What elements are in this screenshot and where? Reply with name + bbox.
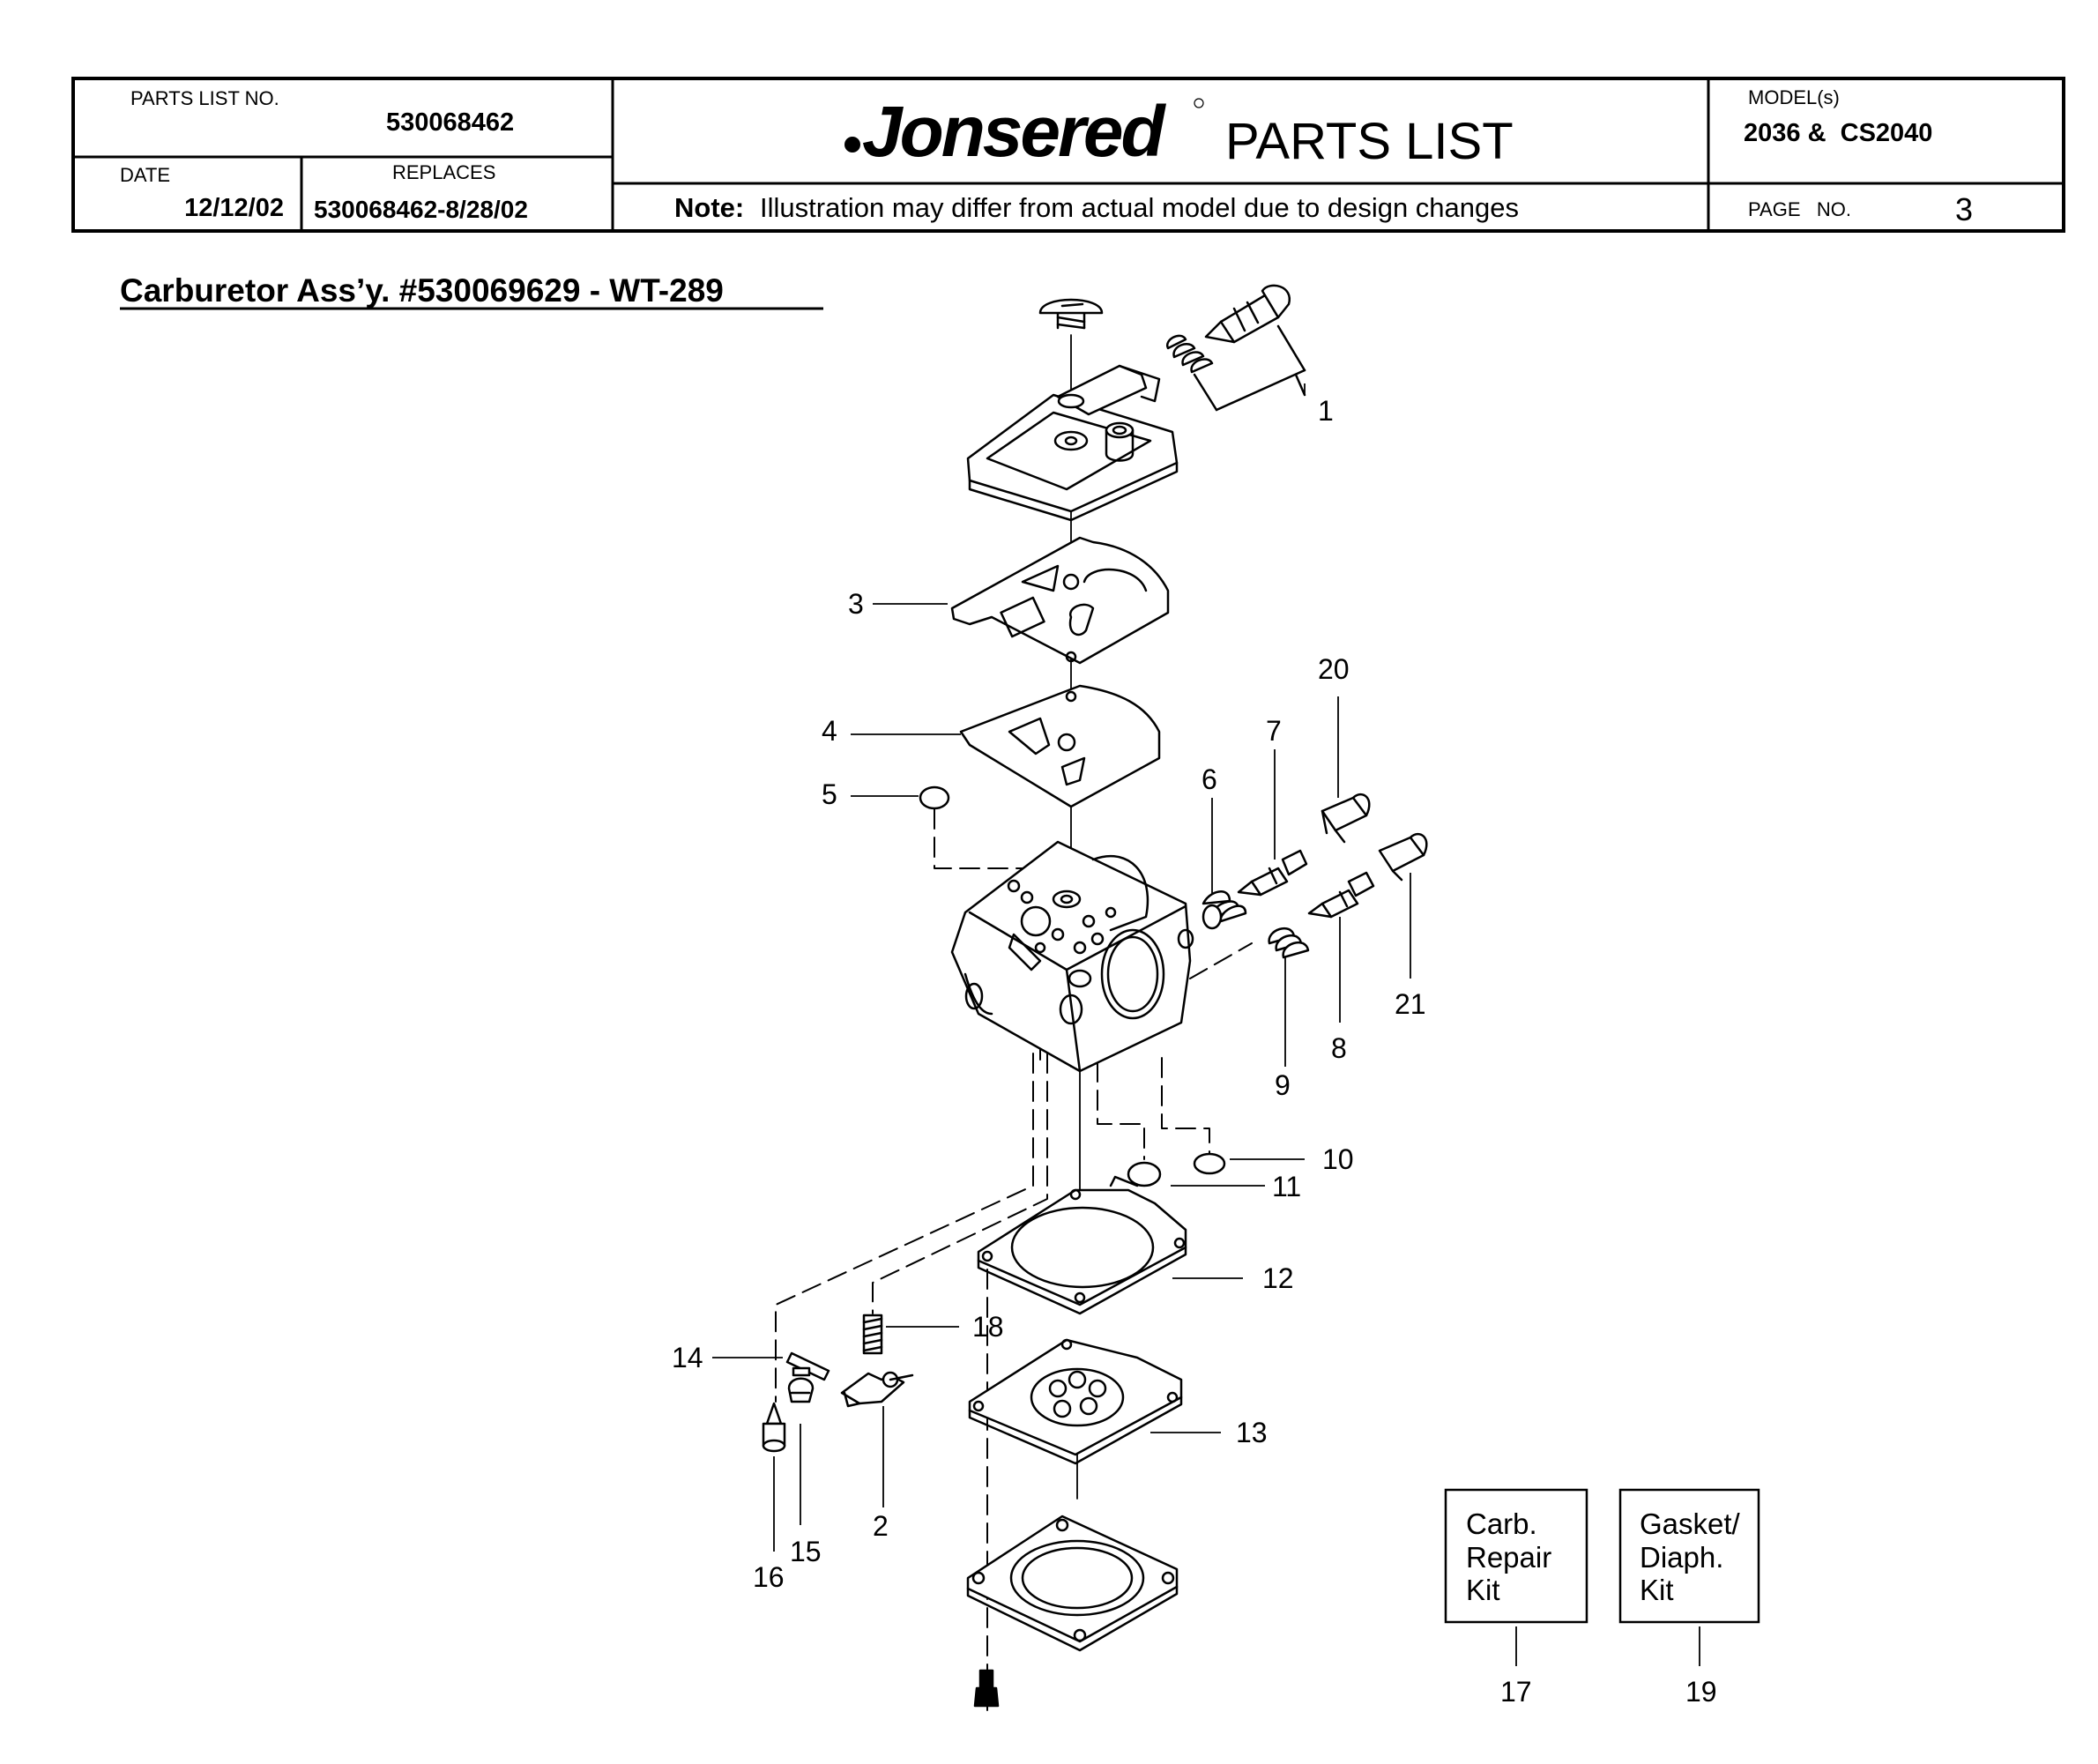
carburetor-exploded-view [762,284,1428,1711]
part-16-inlet-needle [762,1402,786,1453]
callout-6: 6 [1202,763,1217,795]
part-4-diaphragm [959,684,1161,808]
callout-17: 17 [1500,1676,1532,1708]
kit-carb-repair-line-3: Kit [1466,1574,1500,1606]
part-8-needle [1307,871,1375,919]
page-label: PAGE NO. [1748,198,1851,220]
callout-2: 2 [873,1510,889,1542]
callout-13: 13 [1236,1417,1268,1448]
part-11-seal [1127,1161,1162,1187]
callout-12: 12 [1262,1262,1294,1294]
part-21-limiter-cap [1378,832,1428,882]
part-2-metering-lever [840,1371,914,1408]
callout-18: 18 [972,1311,1004,1343]
callout-9: 9 [1275,1069,1291,1101]
replaces-label: REPLACES [392,161,495,183]
callout-1: 1 [1318,395,1334,427]
models-value: 2036 & CS2040 [1744,119,1932,147]
callout-21: 21 [1395,988,1426,1020]
part-20-limiter-cap [1321,793,1371,844]
kit-gasket-line-2: Diaph. [1640,1541,1723,1574]
header-title: PARTS LIST [1225,113,1514,170]
callout-15: 15 [790,1536,822,1567]
bottom-screw [973,1669,1000,1708]
carburetor-body [950,840,1194,1073]
kit-gasket-diaph: Gasket/ Diaph. Kit [1618,1488,1760,1624]
callout-5: 5 [822,778,837,810]
models-label: MODEL(s) [1748,86,1840,108]
page-number: 3 [1955,191,1973,227]
part-1-adjust-screw [1165,284,1306,412]
part-6-spring [1202,890,1247,930]
kit-carb-repair-line-1: Carb. [1466,1507,1537,1540]
date-value: 12/12/02 [184,194,284,222]
part-7-needle [1237,849,1308,897]
jonsered-logo: Jonsered [844,92,1204,172]
callout-numbers: 1 2 3 4 5 6 7 8 9 10 11 12 13 14 15 16 1… [672,395,1717,1708]
replaces-value: 530068462-8/28/02 [314,196,528,223]
kit-carb-repair-line-2: Repair [1466,1541,1551,1574]
part-9-spring [1268,927,1310,959]
note-text: Illustration may differ from actual mode… [760,192,1519,223]
parts-list-no-label: PARTS LIST NO. [130,87,279,109]
callout-14: 14 [672,1342,703,1373]
part-3-gasket [950,536,1170,665]
brand-name: Jonsered [862,92,1167,172]
part-12-gasket [977,1175,1187,1315]
kit-gasket-line-1: Gasket/ [1640,1507,1741,1540]
callout-leader-lines [712,383,1700,1666]
callout-4: 4 [822,715,837,747]
callout-20: 20 [1318,653,1350,685]
parts-list-no: 530068462 [386,108,514,137]
callout-19: 19 [1685,1676,1717,1708]
part-5-filter-screen [919,785,950,810]
note-prefix: Note: [674,192,744,223]
callout-7: 7 [1266,715,1282,747]
bottom-pump-cover [966,1515,1179,1652]
callout-3: 3 [848,588,864,620]
part-13-diaphragm [968,1338,1183,1465]
callout-8: 8 [1331,1032,1347,1064]
callout-10: 10 [1322,1143,1354,1175]
kit-gasket-line-3: Kit [1640,1574,1674,1606]
header-table [71,77,2065,233]
part-18-spring [862,1314,883,1355]
part-14-lever-pin [785,1351,830,1381]
part-15-screw [787,1366,815,1403]
callout-16: 16 [753,1561,785,1593]
date-label: DATE [120,164,170,186]
callout-11: 11 [1272,1171,1301,1202]
kit-carb-repair: Carb. Repair Kit [1444,1488,1588,1624]
part-10-screen [1193,1152,1226,1175]
part-1-cover [966,298,1179,522]
section-title: Carburetor Ass’y. #530069629 - WT-289 [120,272,724,309]
